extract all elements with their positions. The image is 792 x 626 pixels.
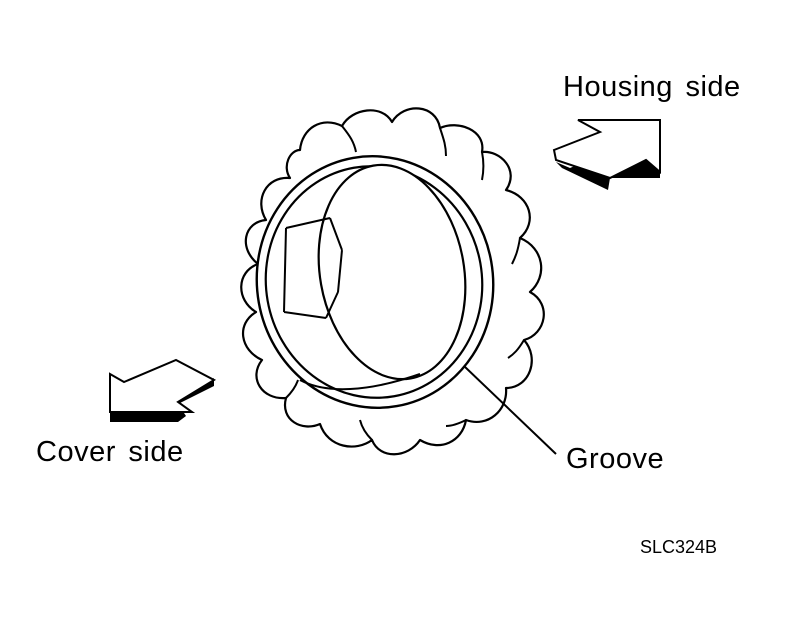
arrow-up-right-icon (552, 119, 661, 190)
cover-side-label: Cover side (36, 436, 184, 468)
groove-line (299, 373, 421, 391)
hex-flats (283, 217, 343, 319)
arrow-down-left-icon (109, 358, 217, 422)
groove-label: Groove (566, 443, 665, 475)
housing-side-label: Housing side (563, 71, 741, 103)
tooth-depth-lines (285, 125, 525, 441)
figure-code: SLC324B (640, 537, 718, 557)
bore-back-face (317, 163, 467, 381)
groove-leader (463, 365, 557, 455)
